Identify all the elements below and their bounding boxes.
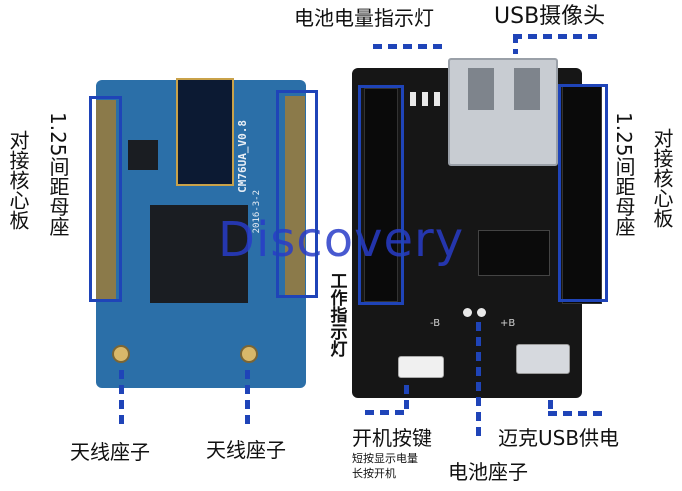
label-antenna-left: 天线座子 bbox=[70, 440, 150, 464]
leader-usb-camera-v bbox=[513, 34, 518, 54]
label-antenna-right: 天线座子 bbox=[206, 438, 286, 462]
label-work-indicator: 工作指示灯 bbox=[326, 272, 347, 357]
label-battery-socket: 电池座子 bbox=[448, 460, 528, 484]
battery-led-2 bbox=[422, 92, 428, 106]
label-usb-camera: USB摄像头 bbox=[494, 4, 606, 29]
core-board-model-silkscreen: CM76UA_V0.8 bbox=[236, 120, 249, 193]
core-board-soc-chip bbox=[150, 205, 248, 303]
battery-led-1 bbox=[410, 92, 416, 106]
label-power-key-note-2: 长按开机 bbox=[352, 467, 396, 480]
leader-usb-camera bbox=[513, 34, 603, 39]
core-board-small-chip bbox=[128, 140, 158, 170]
leader-battery-indicator bbox=[373, 44, 443, 49]
base-left-socket bbox=[364, 88, 398, 302]
usb-a-port bbox=[448, 58, 558, 166]
usb-a-port-slot-2 bbox=[514, 68, 540, 110]
leader-micro-usb bbox=[548, 400, 553, 416]
label-battery-indicator: 电池电量指示灯 bbox=[294, 6, 434, 30]
base-right-socket bbox=[562, 84, 602, 304]
micro-usb-port bbox=[516, 344, 570, 374]
leader-power-key bbox=[404, 385, 409, 415]
core-board-lcd-chip bbox=[176, 78, 234, 186]
frame-base-left-socket bbox=[358, 85, 404, 305]
base-ic-chip bbox=[478, 230, 550, 276]
antenna-connector-right bbox=[240, 345, 258, 363]
label-dock-right-side: 对接核心板 bbox=[650, 128, 674, 228]
leader-antenna-left bbox=[119, 370, 124, 428]
label-power-key-note-1: 短按显示电量 bbox=[352, 452, 418, 465]
battery-pad-minus-label: -B bbox=[430, 318, 441, 329]
battery-led-3 bbox=[434, 92, 440, 106]
label-dock-left: 1.25间距母座 bbox=[46, 112, 70, 237]
power-button bbox=[398, 356, 444, 378]
core-board-left-header bbox=[96, 100, 116, 300]
watermark-text: Discovery bbox=[218, 212, 465, 268]
battery-pad-2 bbox=[477, 308, 486, 317]
usb-a-port-slot-1 bbox=[468, 68, 494, 110]
leader-battery-socket bbox=[476, 322, 481, 440]
label-dock-left-side: 对接核心板 bbox=[6, 130, 30, 230]
label-power-key: 开机按键 bbox=[352, 426, 432, 450]
label-micro-usb-power: 迈克USB供电 bbox=[498, 426, 620, 450]
leader-micro-usb-h bbox=[548, 411, 608, 416]
leader-power-key-h bbox=[365, 410, 410, 415]
label-dock-right: 1.25间距母座 bbox=[612, 112, 636, 237]
frame-core-left-header bbox=[89, 96, 122, 302]
frame-base-right-socket bbox=[558, 84, 608, 302]
battery-pad-plus-label: +B bbox=[500, 318, 516, 329]
core-board-right-header bbox=[285, 96, 305, 296]
battery-pad-1 bbox=[463, 308, 472, 317]
frame-core-right-header bbox=[276, 90, 318, 298]
antenna-connector-left bbox=[112, 345, 130, 363]
leader-antenna-right bbox=[245, 370, 250, 428]
